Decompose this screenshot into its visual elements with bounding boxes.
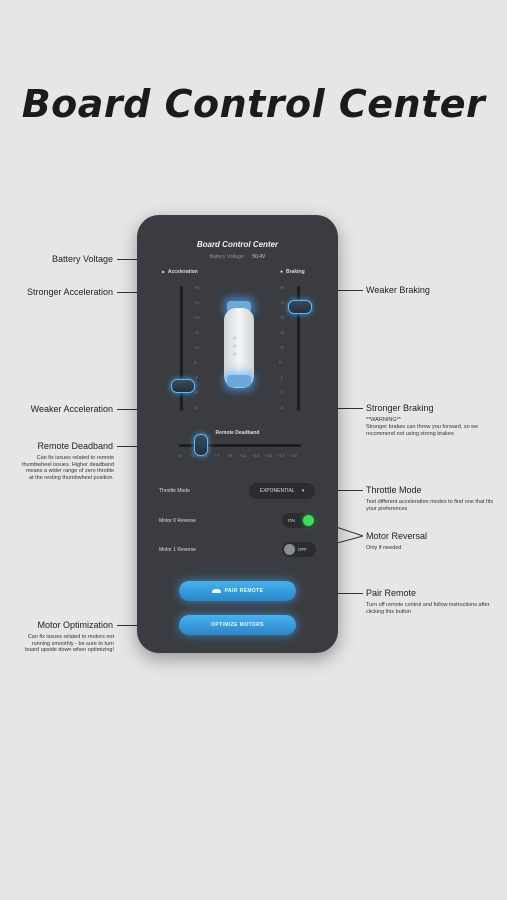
annotation-throttle-mode: Throttle Mode: [366, 485, 422, 495]
page-title: Board Control Center: [21, 82, 486, 126]
pair-remote-label: PAIR REMOTE: [224, 588, 264, 594]
annotation-pair-remote-desc: Turn off remote control and follow instr…: [366, 602, 490, 615]
tick-label: -2: [194, 390, 199, 395]
tick-label: +5: [202, 453, 207, 458]
annotation-pair-remote: Pair Remote: [366, 588, 417, 598]
annotation-remote-deadband-desc: Can fix issues related to remote thumbwh…: [21, 455, 114, 481]
app-title: Board Control Center: [196, 240, 279, 249]
toggle-knob: [284, 544, 295, 555]
tick-label: +13: [252, 453, 260, 458]
braking-header-label: Braking: [286, 269, 305, 275]
tick-label: +1: [194, 345, 200, 350]
annotation-weaker-braking: Weaker Braking: [366, 285, 430, 295]
throttle-mode-value: EXPONENTIAL: [259, 488, 295, 494]
annotation-motor-optimization-desc: Can fix issues related to motors not run…: [25, 634, 114, 653]
toggle-knob: [303, 515, 314, 526]
skateboard-image: [224, 308, 254, 388]
annotation-motor-optimization: Motor Optimization: [37, 620, 113, 630]
deadband-slider-thumb[interactable]: [194, 434, 208, 456]
acceleration-slider-track[interactable]: [180, 286, 183, 411]
battery-label: Battery Voltage:: [209, 254, 245, 260]
annotation-stronger-braking: Stronger Braking: [366, 403, 434, 413]
tick-label: +1: [279, 345, 285, 350]
optimize-motors-button[interactable]: OPTIMIZE MOTORS: [179, 615, 296, 635]
deadband-label: Remote Deadband: [215, 430, 260, 436]
phone-screen: Board Control Center Battery Voltage: 50…: [137, 215, 338, 653]
tick-label: +3: [189, 453, 195, 458]
annotation-motor-reversal-desc: Only if needed: [366, 545, 402, 551]
chevron-down-icon: ▾: [301, 488, 305, 494]
annotation-braking-warning: **WARNING**: [366, 417, 401, 423]
braking-slider-track[interactable]: [297, 286, 300, 411]
pair-remote-button[interactable]: PAIR REMOTE: [179, 581, 296, 601]
tick-label: -1: [279, 375, 284, 380]
rear-wheels: [227, 375, 251, 387]
throttle-mode-select[interactable]: EXPONENTIAL ▾: [249, 483, 315, 499]
battery-value: 50.4V: [252, 254, 266, 260]
acceleration-header-label: Acceleration: [167, 269, 198, 275]
tick-label: -1: [194, 375, 199, 380]
motor0-reverse-label: Motor 0 Reverse: [159, 518, 196, 524]
tick-label: +19: [289, 453, 297, 458]
tick-label: +1: [177, 453, 182, 458]
annotation-motor-reversal: Motor Reversal: [366, 531, 428, 541]
tick-label: +11: [239, 453, 247, 458]
tick-label: +3: [194, 315, 200, 320]
optimize-motors-label: OPTIMIZE MOTORS: [211, 622, 264, 628]
acceleration-slider-thumb[interactable]: [171, 379, 195, 393]
annotation-battery-voltage: Battery Voltage: [51, 254, 113, 264]
tick-label: -3: [194, 405, 199, 410]
chevron-up-icon: ^: [233, 337, 237, 344]
acceleration-header: ⪢Acceleration: [162, 269, 198, 275]
tick-label: +4: [279, 300, 285, 305]
tick-label: 0: [279, 360, 282, 365]
motor1-reverse-label: Motor 1 Reverse: [159, 547, 196, 553]
brake-icon: ●: [280, 269, 284, 275]
tick-label: +2: [194, 330, 200, 335]
motor0-reverse-toggle[interactable]: ON: [282, 513, 316, 528]
tick-label: +2: [279, 330, 285, 335]
tick-label: -3: [279, 405, 284, 410]
annotation-weaker-acceleration: Weaker Acceleration: [30, 404, 113, 414]
toggle-state-text: ON: [288, 518, 295, 523]
tick-label: +15: [264, 453, 272, 458]
toggle-state-text: OFF: [298, 547, 307, 552]
throttle-mode-label: Throttle Mode: [159, 488, 190, 494]
tick-label: +7: [214, 453, 220, 458]
deadband-slider-track[interactable]: [179, 444, 301, 447]
annotation-remote-deadband: Remote Deadband: [37, 441, 113, 451]
tick-label: 0: [194, 360, 197, 365]
annotation-throttle-mode-desc: Test different acceleration modes to fin…: [366, 499, 494, 512]
braking-header: ●Braking: [280, 269, 305, 275]
leader-line: [318, 490, 363, 491]
tick-label: -2: [279, 390, 284, 395]
tick-label: +9: [227, 453, 232, 458]
braking-slider-thumb[interactable]: [288, 300, 312, 314]
motor1-reverse-toggle[interactable]: OFF: [282, 542, 316, 557]
annotation-stronger-acceleration: Stronger Acceleration: [26, 287, 113, 297]
remote-icon: [211, 588, 221, 593]
tick-label: +5: [279, 285, 285, 290]
tick-label: +5: [194, 285, 200, 290]
tick-label: +17: [277, 453, 285, 458]
chevron-up-icon: ^: [233, 345, 237, 352]
tick-label: +3: [279, 315, 285, 320]
annotation-braking-desc: Stronger brakes can throw you forward, s…: [366, 424, 479, 437]
tick-label: +4: [194, 300, 200, 305]
chevron-up-icon: ^: [233, 353, 237, 360]
throttle-icon: ⪢: [162, 269, 165, 275]
battery-voltage-readout: Battery Voltage: 50.4V: [137, 254, 338, 260]
